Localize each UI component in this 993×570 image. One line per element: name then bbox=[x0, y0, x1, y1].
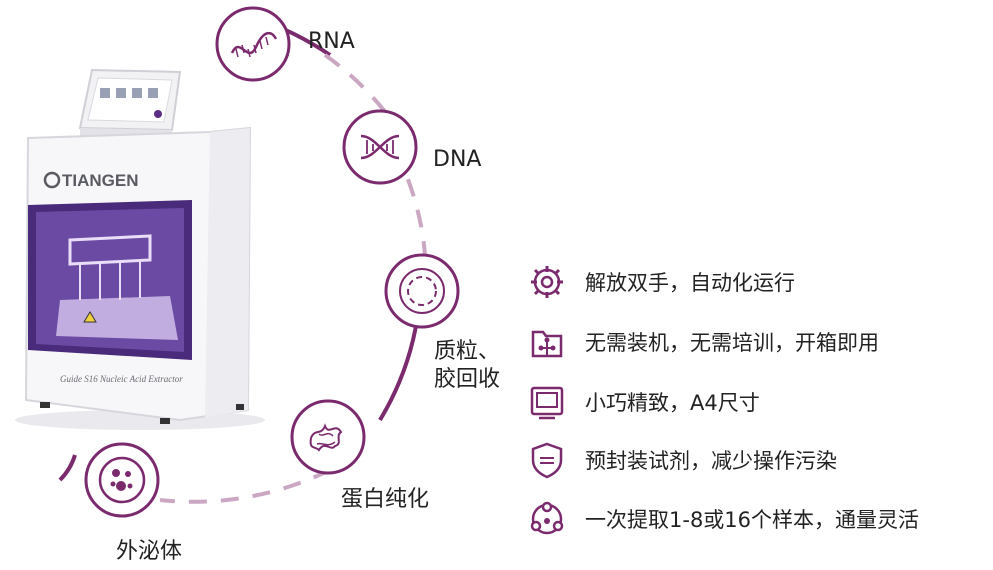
dna-label: DNA bbox=[433, 147, 482, 172]
shield-icon bbox=[531, 442, 563, 479]
protein-label: 蛋白纯化 bbox=[341, 487, 430, 512]
exosome-label: 外泌体 bbox=[116, 539, 183, 564]
rna-node bbox=[214, 5, 292, 83]
protein-icon bbox=[290, 399, 366, 475]
feature-item: 解放双手，自动化运行 bbox=[527, 262, 987, 302]
plasmid-label-2: 胶回收 bbox=[434, 367, 501, 392]
protein-node bbox=[289, 398, 367, 476]
monitor-icon bbox=[530, 386, 564, 420]
feature-text: 一次提取1-8或16个样本，通量灵活 bbox=[585, 508, 920, 532]
feature-text: 小巧精致，A4尺寸 bbox=[585, 391, 760, 415]
feature-text: 无需装机，无需培训，开箱即用 bbox=[585, 331, 879, 355]
plasmid-label-1: 质粒、 bbox=[434, 339, 501, 364]
exosome-icon bbox=[84, 442, 160, 518]
rna-icon bbox=[215, 6, 291, 82]
touch-screen bbox=[78, 68, 182, 140]
brand-logo: TIANGEN bbox=[62, 171, 139, 190]
feature-item: 预封装试剂，减少操作污染 bbox=[527, 440, 987, 480]
model-text: Guide S16 Nucleic Acid Extractor bbox=[60, 374, 183, 384]
exosome-node bbox=[83, 441, 161, 519]
feature-text: 预封装试剂，减少操作污染 bbox=[585, 449, 837, 473]
feature-item: 一次提取1-8或16个样本，通量灵活 bbox=[527, 499, 987, 539]
feature-text: 解放双手，自动化运行 bbox=[585, 271, 795, 295]
samples-icon bbox=[530, 501, 564, 535]
feature-item: 无需装机，无需培训，开箱即用 bbox=[527, 322, 987, 362]
network-folder-icon bbox=[531, 330, 563, 358]
dna-node bbox=[341, 108, 419, 186]
plasmid-icon bbox=[384, 253, 460, 329]
plasmid-node bbox=[383, 252, 461, 330]
rna-label: RNA bbox=[308, 29, 355, 54]
dna-helix-icon bbox=[342, 109, 418, 185]
gear-icon bbox=[531, 266, 563, 298]
feature-item: 小巧精致，A4尺寸 bbox=[527, 382, 987, 422]
